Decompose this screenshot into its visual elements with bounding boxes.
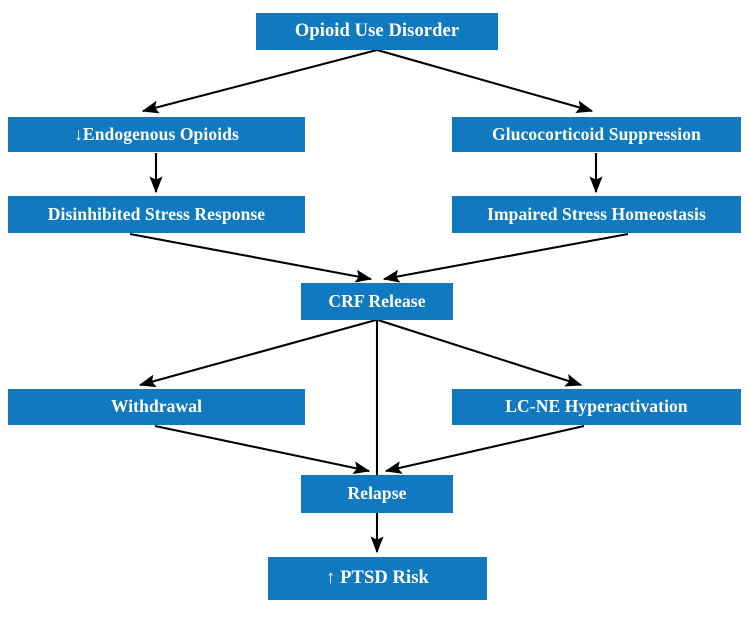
edge-disinhib-to-crf (129, 232, 373, 283)
node-label: Disinhibited Stress Response (47, 203, 266, 224)
node-label: CRF Release (328, 290, 426, 311)
edge-crf-to-withdrawal (138, 318, 377, 388)
node-label: Withdrawal (110, 396, 203, 417)
edge-lcne-to-relapse (384, 424, 585, 474)
node-label: Glucocorticoid Suppression (492, 123, 701, 144)
node-label: Impaired Stress Homeostasis (487, 203, 706, 224)
node-impaired-stress-homeostasis[interactable]: Impaired Stress Homeostasis (452, 196, 741, 233)
node-label: Relapse (347, 483, 407, 504)
node-opioid-use-disorder[interactable]: Opioid Use Disorder (256, 13, 498, 50)
node-relapse[interactable]: Relapse (301, 475, 453, 513)
node-ptsd-risk[interactable]: ↑ PTSD Risk (268, 557, 487, 600)
edge-oud-to-gluco (376, 48, 594, 114)
node-lc-ne-hyperactivation[interactable]: LC-NE Hyperactivation (452, 389, 741, 425)
node-crf-release[interactable]: CRF Release (301, 283, 453, 320)
node-label: ↑ PTSD Risk (326, 568, 429, 589)
edge-oud-to-endo (141, 48, 378, 114)
edge-crf-to-lcne (377, 319, 583, 387)
node-disinhibited-stress-response[interactable]: Disinhibited Stress Response (8, 196, 305, 233)
edge-withdrawal-to-relapse (154, 424, 371, 475)
node-withdrawal[interactable]: Withdrawal (8, 389, 305, 425)
node-label: ↓Endogenous Opioids (74, 123, 239, 144)
node-endogenous-opioids[interactable]: ↓Endogenous Opioids (8, 117, 305, 152)
node-label: Opioid Use Disorder (294, 21, 460, 42)
node-label: LC-NE Hyperactivation (505, 396, 688, 417)
node-glucocorticoid-suppression[interactable]: Glucocorticoid Suppression (452, 117, 741, 152)
edge-impaired-to-crf (382, 232, 629, 283)
